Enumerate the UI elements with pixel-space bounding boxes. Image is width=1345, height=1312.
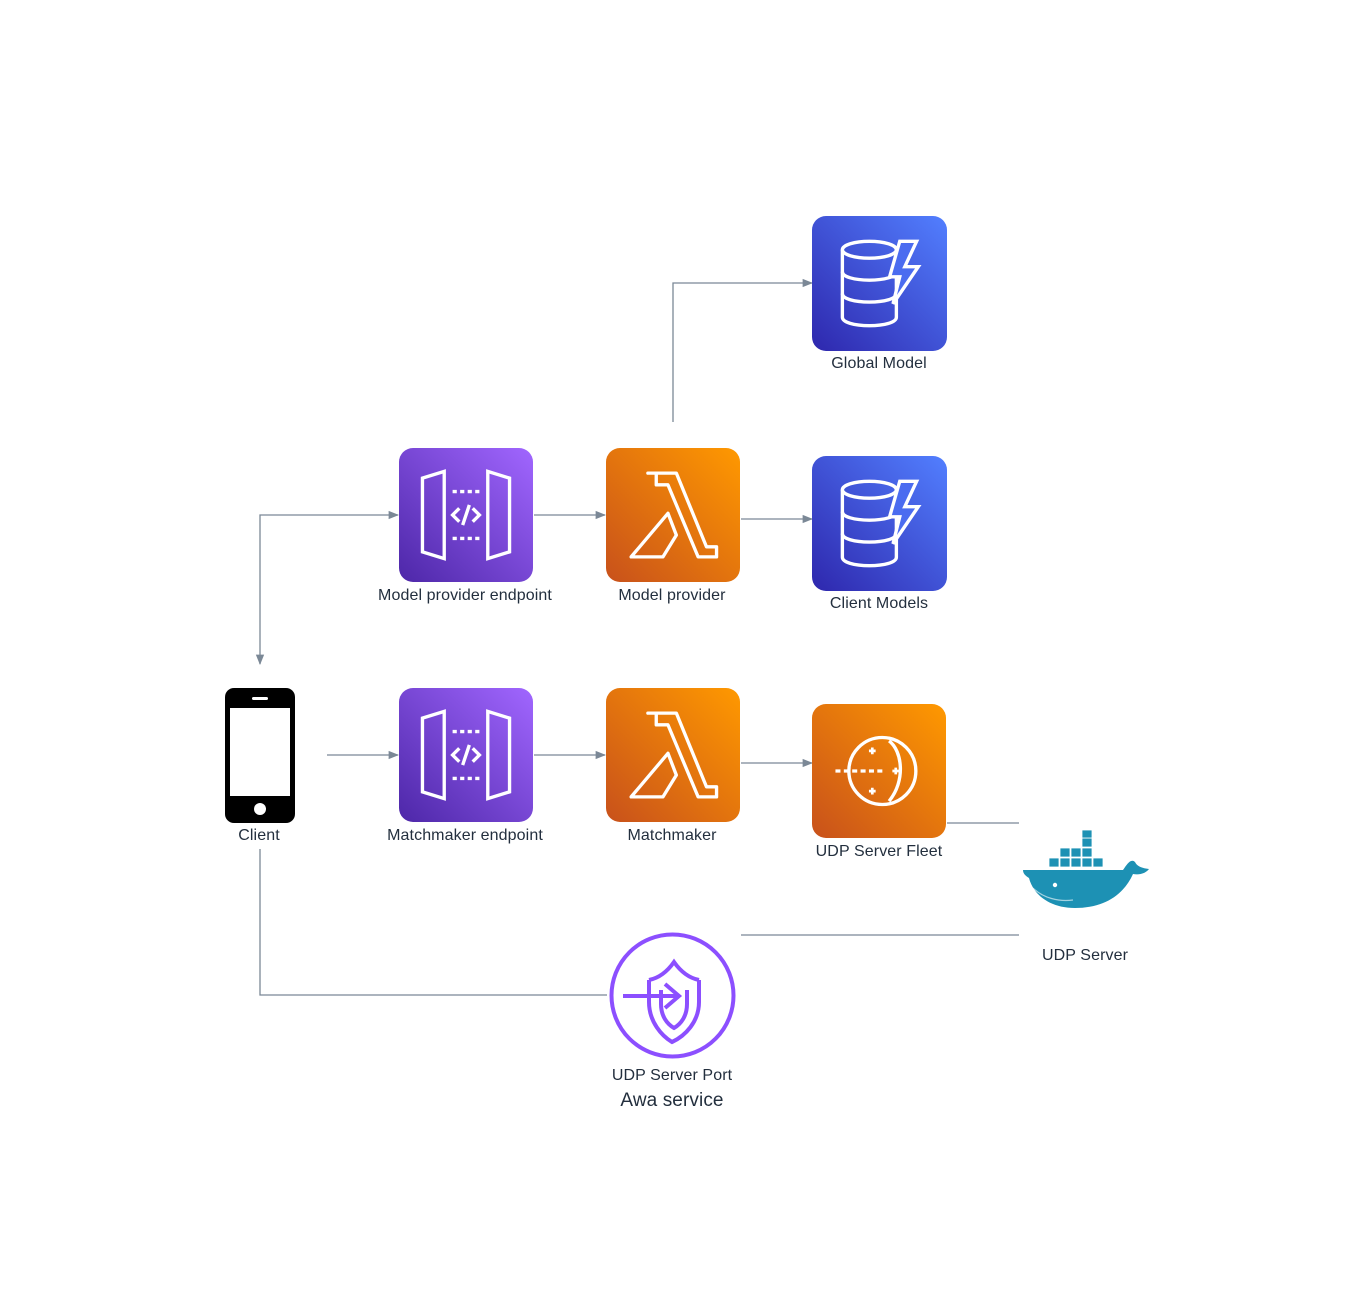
model-provider-endpoint-label: Model provider endpoint xyxy=(378,587,552,604)
dynamodb-icon xyxy=(840,239,922,328)
matchmaker-endpoint-label: Matchmaker endpoint xyxy=(387,827,543,844)
global-model-label: Global Model xyxy=(831,355,927,372)
dynamodb-icon xyxy=(840,479,922,568)
model-provider-endpoint-node[interactable] xyxy=(399,448,533,582)
udp-server-fleet-node[interactable] xyxy=(812,704,946,838)
lambda-icon xyxy=(629,711,719,799)
global-model-node[interactable] xyxy=(812,216,947,351)
edge-client-to-udp-server-port xyxy=(259,849,607,996)
udp-server-fleet-label: UDP Server Fleet xyxy=(815,843,943,860)
udp-server-port-node[interactable] xyxy=(607,930,738,1061)
model-provider-node[interactable] xyxy=(606,448,740,582)
global-accelerator-icon xyxy=(609,932,736,1059)
api-gateway-icon xyxy=(420,469,512,561)
client-models-node[interactable] xyxy=(812,456,947,591)
lambda-icon xyxy=(629,471,719,559)
api-gateway-icon xyxy=(420,709,512,801)
udp-server-label: UDP Server xyxy=(1041,947,1129,964)
edge-model-provider-to-global-model xyxy=(672,278,814,422)
gamelift-icon xyxy=(835,735,918,807)
matchmaker-node[interactable] xyxy=(606,688,740,822)
client-label: Client xyxy=(238,827,280,844)
mobile-phone-icon xyxy=(225,688,295,823)
client-node[interactable] xyxy=(225,688,295,823)
matchmaker-endpoint-node[interactable] xyxy=(399,688,533,822)
udp-server-port-label: UDP Server Port xyxy=(611,1067,733,1084)
docker-whale-icon xyxy=(1023,829,1149,908)
model-provider-label: Model provider xyxy=(618,587,726,604)
client-models-label: Client Models xyxy=(829,595,929,612)
matchmaker-label: Matchmaker xyxy=(627,827,717,844)
udp-server-node[interactable] xyxy=(1019,828,1154,912)
edge-client-to-model-provider-endpoint xyxy=(255,510,400,666)
group-label: Awa service xyxy=(620,1090,724,1111)
